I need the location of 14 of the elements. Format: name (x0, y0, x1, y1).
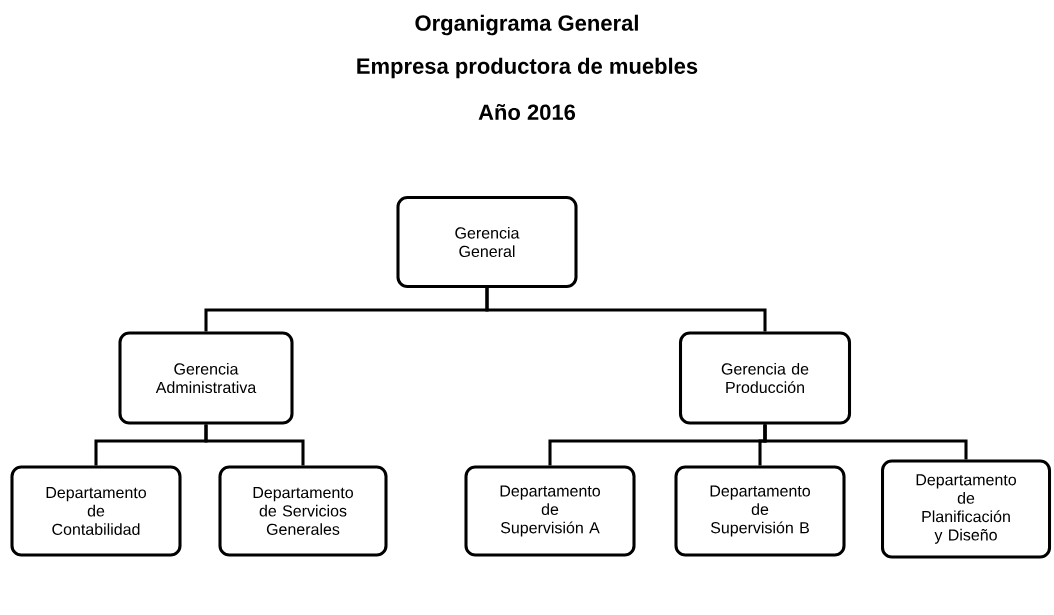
org-box: Departamento de Contabilidad (10, 465, 182, 557)
org-box: Gerencia General (396, 195, 578, 289)
connector (763, 424, 968, 460)
org-box: Departamento de Planificación y Diseño (880, 459, 1052, 559)
org-box: Gerencia de Producción (678, 331, 852, 425)
connector (485, 288, 767, 332)
org-box: Departamento de Supervisión B (674, 465, 846, 557)
org-box: Departamento de Servicios Generales (218, 465, 388, 557)
connector (204, 424, 305, 466)
title: Organigrama General (415, 14, 638, 36)
org-box: Gerencia Administrativa (118, 331, 294, 425)
subtitle: Empresa productora de muebles (357, 57, 698, 79)
org-box: Departamento de Supervisión A (464, 465, 636, 557)
subtitle: Año 2016 (478, 103, 576, 121)
